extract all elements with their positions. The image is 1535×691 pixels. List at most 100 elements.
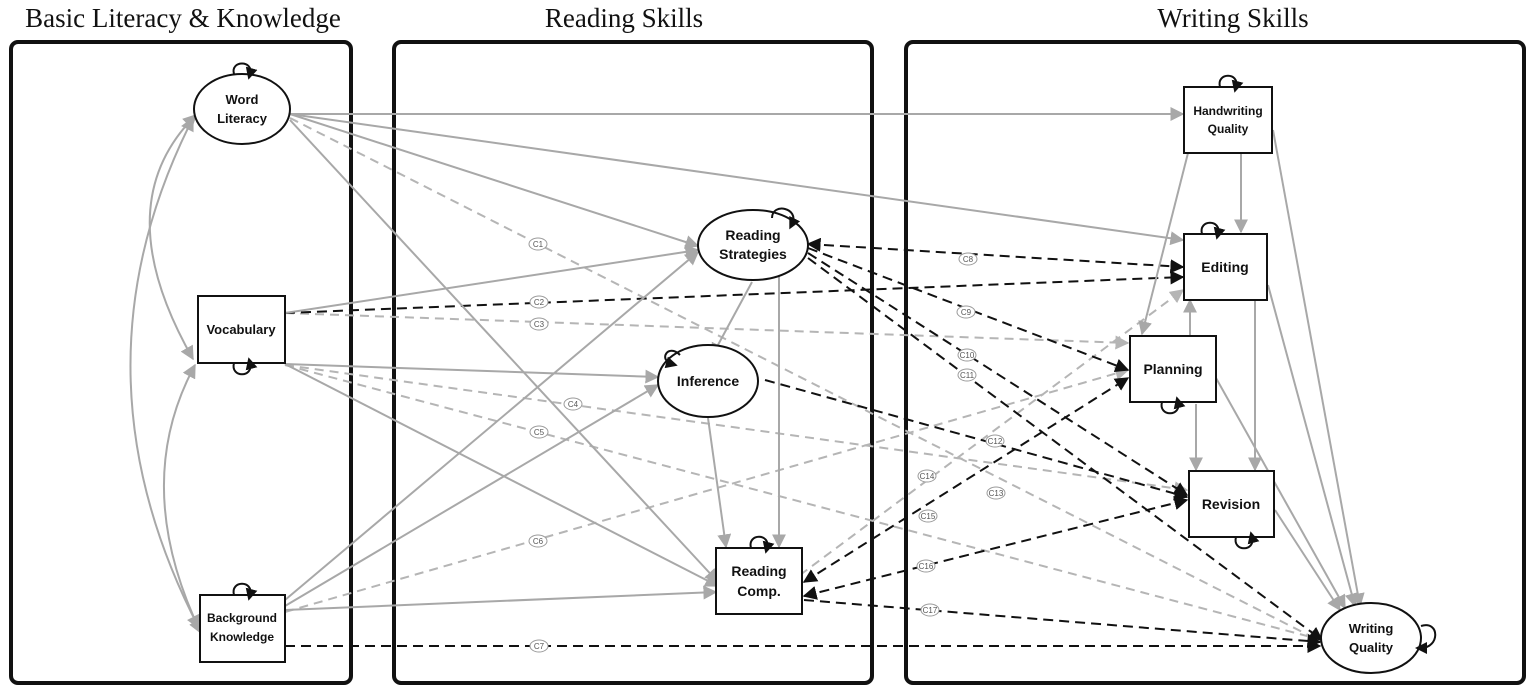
path-label-c4: C4 xyxy=(563,397,583,411)
path-label-c11: C11 xyxy=(957,368,977,382)
path-label-text: C9 xyxy=(961,308,972,317)
path-handwriting-writing-quality xyxy=(1272,129,1365,608)
path-label-bubble xyxy=(957,348,977,362)
path-label-text: C1 xyxy=(533,240,544,249)
node-background-knowledge: Background Knowledge xyxy=(199,582,286,663)
node-editing: Editing xyxy=(1183,221,1268,301)
path-inference-revision xyxy=(764,379,1189,501)
path-label-text: C6 xyxy=(533,537,544,546)
node-writing-quality: Writing Quality xyxy=(1320,602,1437,674)
path-label-bubble xyxy=(920,603,940,617)
path-label-c17: C17 xyxy=(920,603,940,617)
path-label-text: C7 xyxy=(534,642,545,651)
node-inference: Inference xyxy=(657,344,759,418)
path-label-bubble xyxy=(917,469,937,483)
node-vocabulary-label: Vocabulary xyxy=(206,322,276,337)
path-label-bubble xyxy=(956,305,976,319)
path-label-bubble xyxy=(957,368,977,382)
path-label-c8: C8 xyxy=(958,252,978,266)
node-background-knowledge-label-2: Knowledge xyxy=(210,630,274,644)
node-inference-label: Inference xyxy=(677,373,739,389)
section-title-reading: Reading Skills xyxy=(545,3,703,33)
panel-writing xyxy=(904,40,1526,685)
path-label-c14: C14 xyxy=(917,469,937,483)
path-label-bubble xyxy=(528,534,548,548)
panel-reading xyxy=(392,40,874,685)
node-reading-strategies-label-1: Reading xyxy=(725,227,780,243)
node-layer: Word Literacy Vocabulary Background Know… xyxy=(193,62,1437,674)
node-handwriting-quality-label-2: Quality xyxy=(1208,122,1249,136)
path-label-text: C3 xyxy=(534,320,545,329)
path-label-c5: C5 xyxy=(529,425,549,439)
path-label-text: C16 xyxy=(919,562,934,571)
path-vocab-planning xyxy=(284,312,1130,350)
path-label-text: C5 xyxy=(534,428,545,437)
path-label-c3: C3 xyxy=(529,317,549,331)
path-background-strategies xyxy=(284,251,700,601)
path-vocab-inference xyxy=(284,363,660,384)
path-label-c16: C16 xyxy=(916,559,936,573)
node-reading-strategies-label-2: Strategies xyxy=(719,246,787,262)
path-revision-writing-quality xyxy=(1274,509,1341,612)
path-label-text: C4 xyxy=(568,400,579,409)
path-label-text: C17 xyxy=(923,606,938,615)
node-word-literacy: Word Literacy xyxy=(193,62,291,145)
node-revision: Revision xyxy=(1188,470,1275,550)
node-word-literacy-label-1: Word xyxy=(226,92,259,107)
path-label-c7: C7 xyxy=(529,639,549,653)
path-word-comp xyxy=(289,119,719,584)
node-reading-comp-label-1: Reading xyxy=(731,563,786,579)
path-label-bubble xyxy=(528,237,548,251)
node-reading-comp-label-2: Comp. xyxy=(737,583,781,599)
path-label-text: C10 xyxy=(960,351,975,360)
path-label-text: C8 xyxy=(963,255,974,264)
node-planning-label: Planning xyxy=(1143,361,1202,377)
path-vocab-strategies xyxy=(284,244,700,314)
path-label-c12: C12 xyxy=(985,434,1005,448)
node-planning: Planning xyxy=(1129,335,1217,415)
path-label-bubble xyxy=(958,252,978,266)
path-label-bubble xyxy=(985,434,1005,448)
path-label-text: C2 xyxy=(534,298,545,307)
path-strategies-inference xyxy=(711,281,753,358)
path-vocab-editing xyxy=(284,270,1185,314)
path-background-inference xyxy=(284,384,660,607)
path-background-comp xyxy=(284,585,718,611)
corr-word-background xyxy=(129,116,200,630)
node-background-knowledge-label-1: Background xyxy=(207,611,277,625)
path-word-strategies xyxy=(289,113,700,249)
path-label-bubble xyxy=(918,509,938,523)
path-label-bubble xyxy=(529,295,549,309)
path-label-bubble xyxy=(563,397,583,411)
path-word-editing xyxy=(289,113,1185,246)
panel-basic xyxy=(9,40,353,685)
edge-layer xyxy=(129,107,1365,653)
path-label-c13: C13 xyxy=(986,486,1006,500)
path-planning-writing-quality xyxy=(1215,377,1346,610)
path-vocab-comp xyxy=(284,363,720,587)
node-reading-strategies: Reading Strategies xyxy=(697,207,809,281)
node-revision-label: Revision xyxy=(1202,496,1260,512)
path-label-text: C14 xyxy=(920,472,935,481)
path-label-c9: C9 xyxy=(956,305,976,319)
node-writing-quality-label-1: Writing xyxy=(1349,621,1394,636)
section-title-writing: Writing Skills xyxy=(1157,3,1308,33)
path-editing-writing-quality xyxy=(1267,284,1359,608)
path-handwriting-planning xyxy=(1138,152,1189,336)
path-label-bubble xyxy=(986,486,1006,500)
path-comp-planning xyxy=(802,377,1130,583)
path-label-c15: C15 xyxy=(918,509,938,523)
path-label-c6: C6 xyxy=(528,534,548,548)
path-inference-comp xyxy=(707,417,732,549)
path-vocab-writing-quality xyxy=(284,364,1324,644)
node-handwriting-quality: Handwriting Quality xyxy=(1183,74,1273,154)
section-title-basic: Basic Literacy & Knowledge xyxy=(25,3,341,33)
node-editing-label: Editing xyxy=(1201,259,1248,275)
path-comp-revision xyxy=(802,496,1189,600)
path-label-c1: C1 xyxy=(528,237,548,251)
path-label-bubble xyxy=(916,559,936,573)
path-comp-writing-quality xyxy=(803,599,1322,648)
path-strategies-editing xyxy=(806,237,1185,274)
